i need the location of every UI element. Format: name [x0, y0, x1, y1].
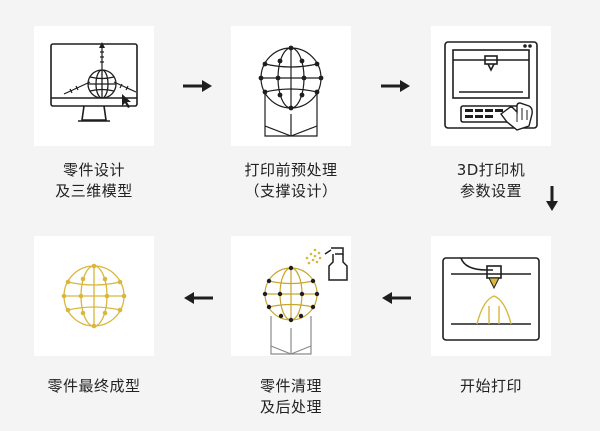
arrow-left-1 [381, 291, 411, 305]
step-3-caption: 3D打印机 参数设置 [406, 160, 576, 202]
printer-printing-icon [442, 257, 540, 341]
arrow-down-icon [546, 186, 558, 211]
step-2-caption: 打印前预处理 （支撑设计） [206, 160, 376, 202]
sphere-with-supports-icon [258, 45, 324, 137]
3d-printer-touchscreen-icon [444, 41, 538, 131]
step-2-label-line1: 打印前预处理 [244, 161, 338, 179]
step-2-label-line2: （支撑设计） [244, 182, 338, 200]
arrow-left-icon [382, 292, 411, 304]
step-3-label-line1: 3D打印机 [456, 161, 526, 179]
step-3-tile [431, 26, 551, 146]
step-5-label-line1: 零件清理 [259, 377, 322, 395]
arrow-down-1 [545, 186, 559, 212]
step-4-caption: 开始打印 [406, 376, 576, 397]
step-2-tile [231, 26, 351, 146]
arrow-right-icon [381, 80, 410, 92]
step-6-caption: 零件最终成型 [9, 376, 179, 397]
step-4-label-line1: 开始打印 [459, 377, 522, 395]
arrow-right-2 [381, 79, 411, 93]
step-5-label-line2: 及后处理 [259, 398, 322, 416]
finished-sphere-icon [61, 263, 127, 329]
arrow-right-icon [183, 80, 212, 92]
step-6-label-line1: 零件最终成型 [47, 377, 141, 395]
step-5-tile [231, 236, 351, 356]
arrow-left-icon [184, 292, 213, 304]
arrow-right-1 [183, 79, 213, 93]
step-1-caption: 零件设计 及三维模型 [9, 160, 179, 202]
step-1-tile [34, 26, 154, 146]
step-1-label-line1: 零件设计 [62, 161, 125, 179]
arrow-left-2 [183, 291, 213, 305]
step-1-label-line2: 及三维模型 [55, 182, 133, 200]
step-4-tile [431, 236, 551, 356]
computer-3d-model-icon [50, 42, 138, 122]
step-3-label-line2: 参数设置 [459, 182, 522, 200]
step-6-tile [34, 236, 154, 356]
spray-cleaning-icon [262, 247, 348, 355]
step-5-caption: 零件清理 及后处理 [206, 376, 376, 418]
